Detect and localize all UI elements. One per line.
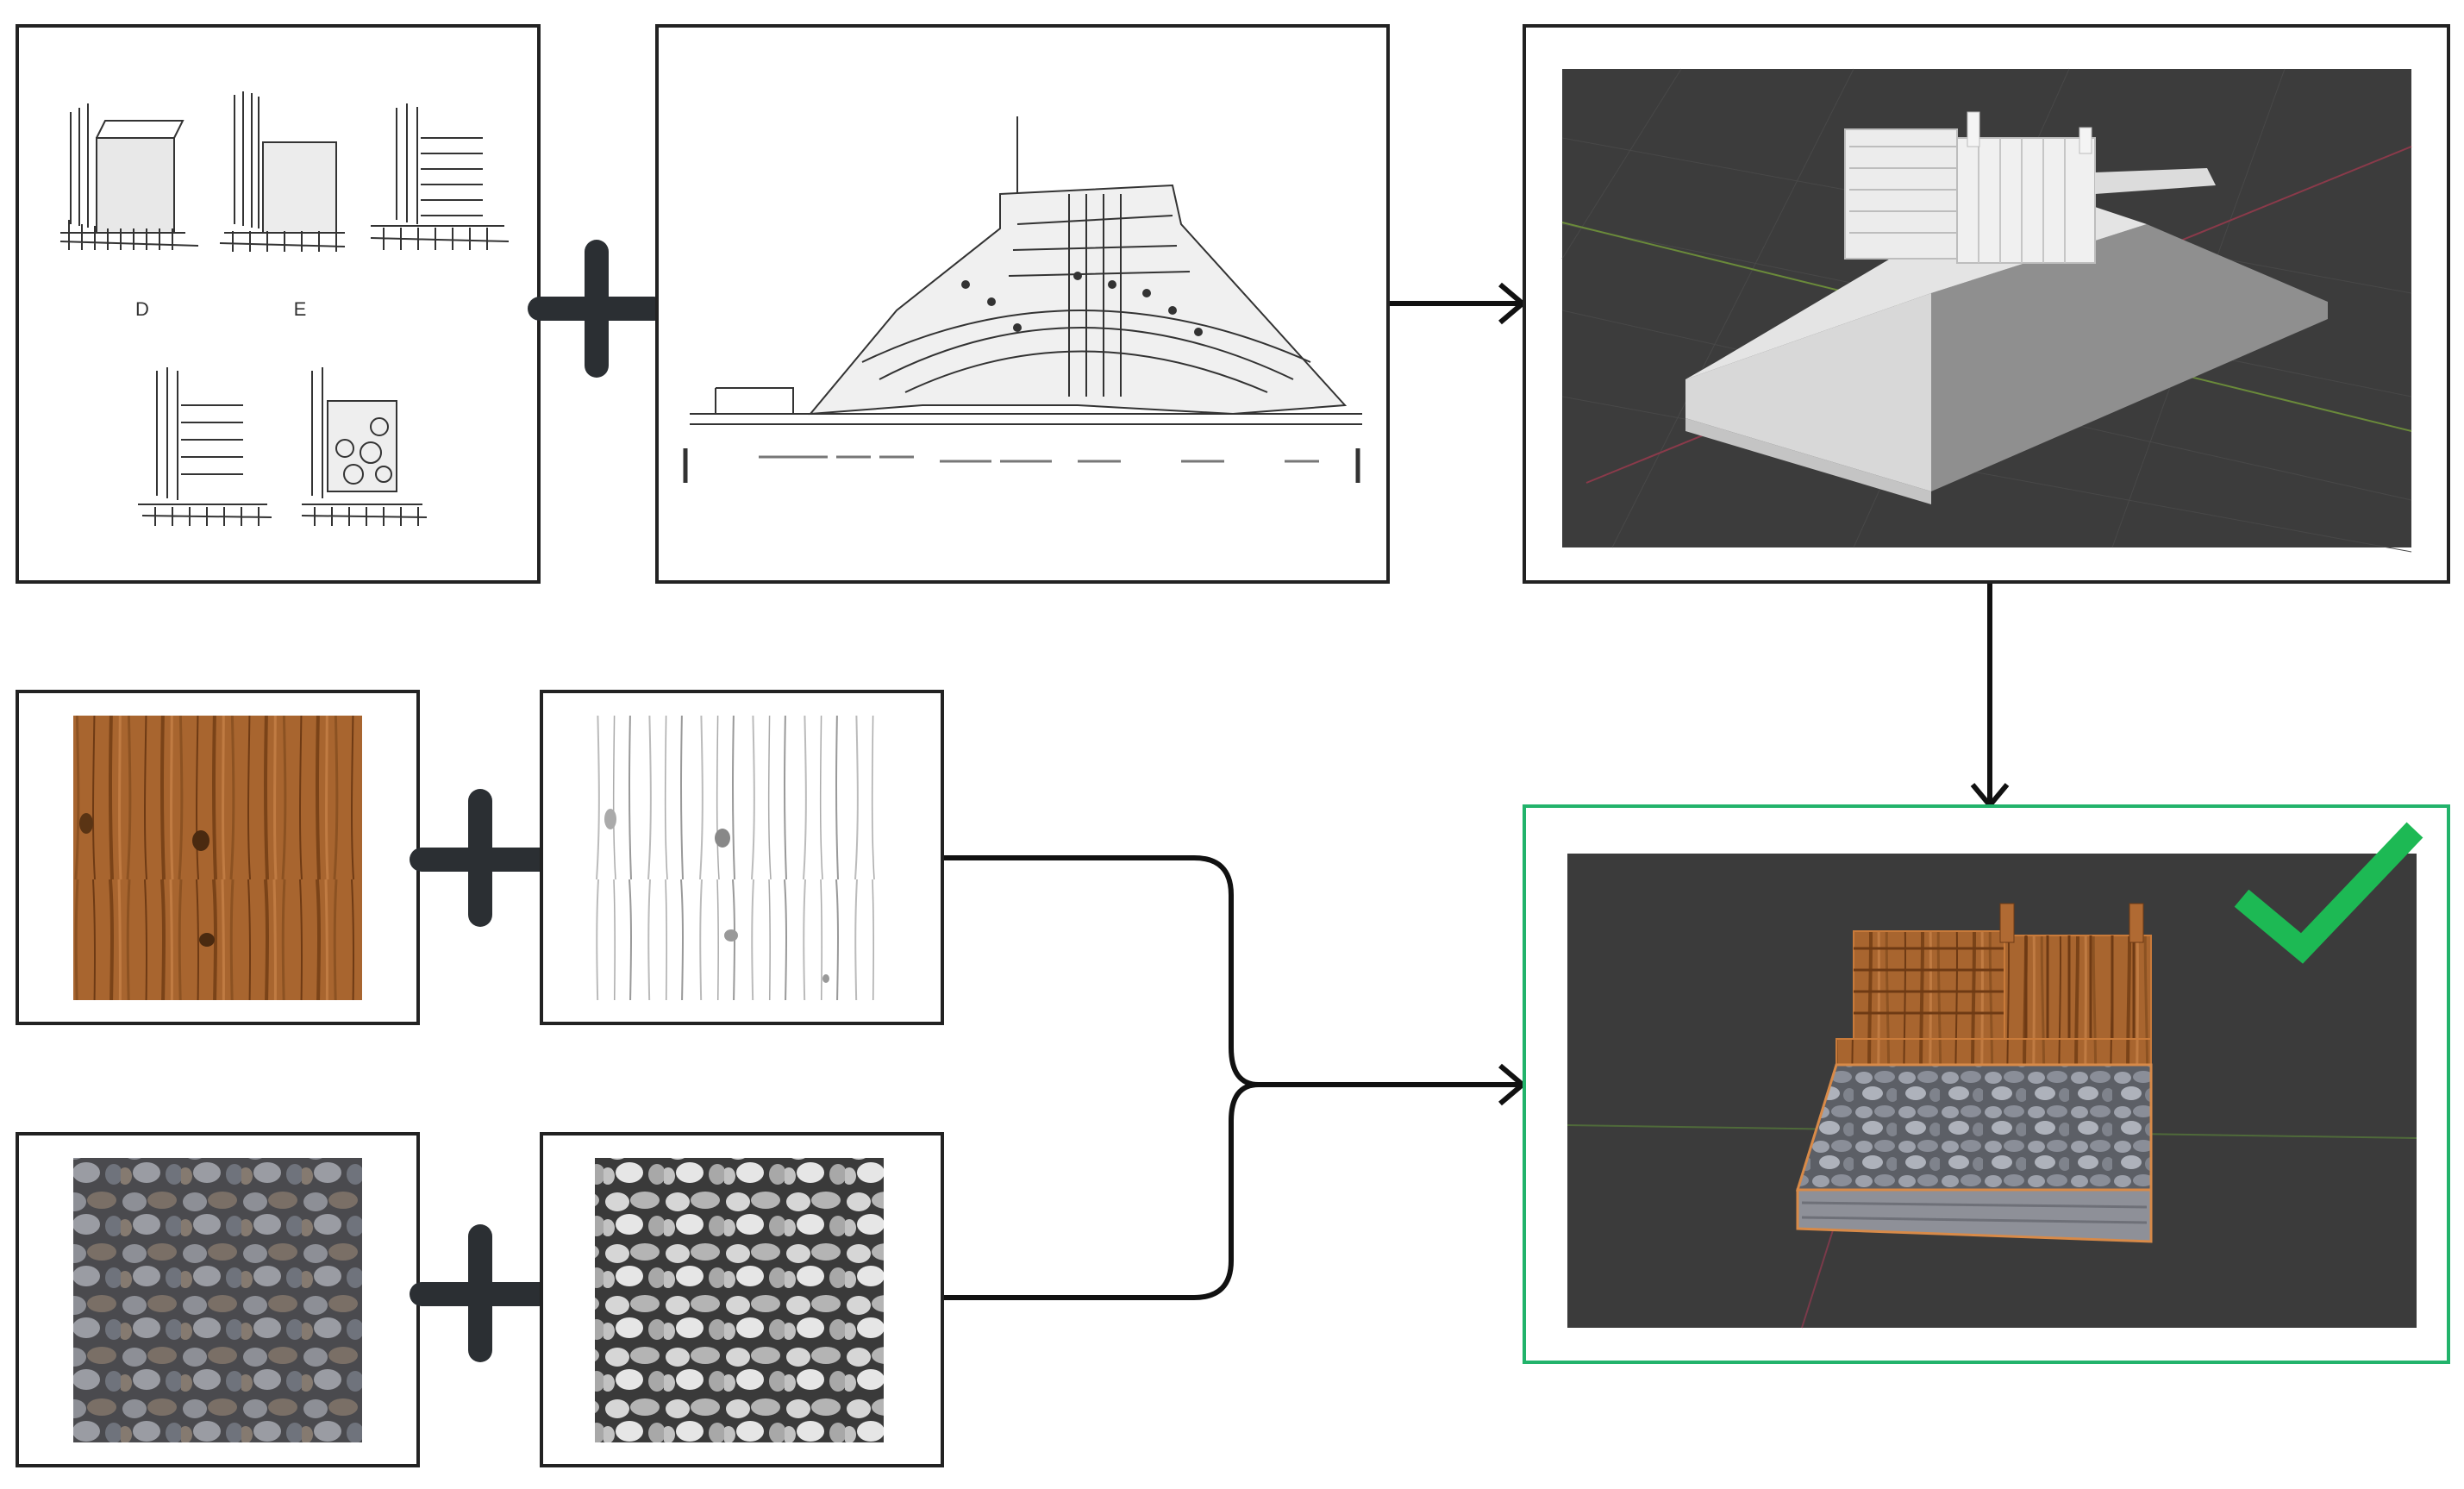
- palisade-sketch-2: [219, 91, 346, 252]
- wood-texture-panel: [16, 690, 420, 1025]
- palisade-sketch-panel: D E: [16, 24, 541, 584]
- sketch-label-e: E: [294, 298, 307, 320]
- arrow-to-textured-model: [1970, 584, 2010, 810]
- blockout-model-panel: [1523, 24, 2450, 584]
- plus-icon: [528, 240, 666, 378]
- grey-rampart-model: [1685, 111, 2328, 504]
- sketch-label-d: D: [135, 298, 149, 320]
- plus-icon: [410, 1224, 552, 1362]
- rampart-cross-section: [683, 116, 1362, 483]
- wood-height-map-panel: [540, 690, 944, 1025]
- arrow-to-blockout-model: [1390, 282, 1527, 325]
- texture-merge-connector: [944, 855, 1527, 1300]
- checkmark-icon: [2234, 822, 2423, 964]
- textured-rampart-model: [1795, 903, 2153, 1243]
- cobblestone-albedo-texture: [73, 1158, 362, 1442]
- wood-albedo-texture: [73, 716, 362, 1000]
- palisade-sketch-1: [59, 103, 199, 250]
- cross-section-panel: [655, 24, 1390, 584]
- palisade-sketch-5: [301, 367, 428, 526]
- textured-model-panel: [1523, 804, 2450, 1364]
- stone-height-map-panel: [540, 1132, 944, 1467]
- stone-texture-panel: [16, 1132, 420, 1467]
- cobblestone-height-map: [595, 1158, 884, 1442]
- plus-icon: [410, 789, 552, 927]
- palisade-sketch-3: [370, 103, 510, 250]
- wood-height-map: [595, 716, 884, 1000]
- palisade-sketch-4: [138, 367, 272, 526]
